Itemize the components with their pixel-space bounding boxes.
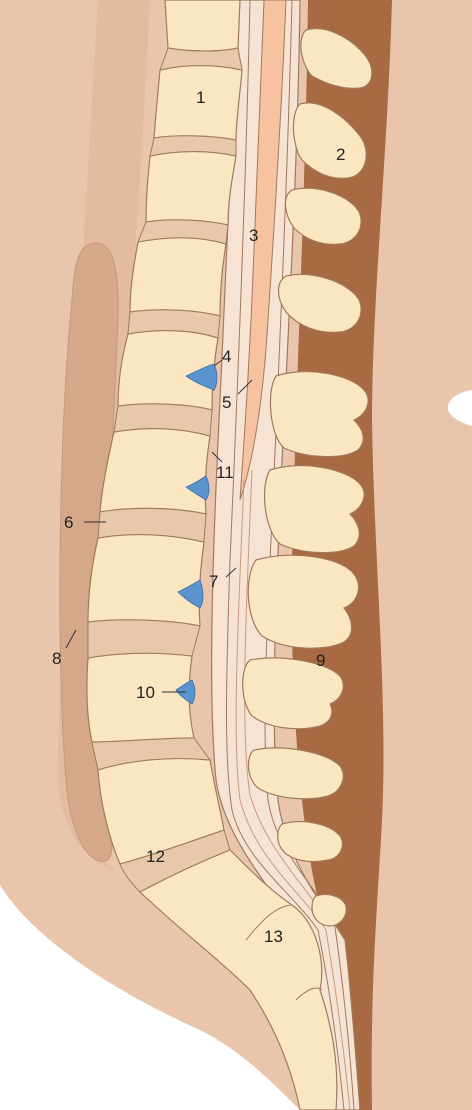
label-5: 5	[222, 393, 231, 412]
label-3: 3	[249, 226, 258, 245]
vertebra-1	[165, 0, 240, 51]
spinous-process-6	[265, 466, 365, 553]
vertebra-7	[88, 535, 204, 626]
vertebra-4	[130, 238, 226, 316]
disc-7	[88, 620, 200, 658]
label-10: 10	[136, 683, 155, 702]
label-7: 7	[209, 572, 218, 591]
label-4: 4	[222, 347, 231, 366]
label-6: 6	[64, 513, 73, 532]
label-12: 12	[146, 847, 165, 866]
label-11: 11	[216, 463, 234, 482]
label-1: 1	[196, 88, 205, 107]
label-2: 2	[336, 145, 345, 164]
spinous-process-8	[243, 658, 344, 729]
label-9: 9	[316, 651, 325, 670]
spinous-process-7	[248, 555, 358, 648]
label-13: 13	[264, 927, 283, 946]
label-8: 8	[52, 649, 61, 668]
vertebra-6	[100, 429, 210, 514]
spinous-process-11	[312, 894, 346, 926]
vertebra-3	[146, 152, 236, 226]
spinous-process-5	[270, 372, 368, 457]
